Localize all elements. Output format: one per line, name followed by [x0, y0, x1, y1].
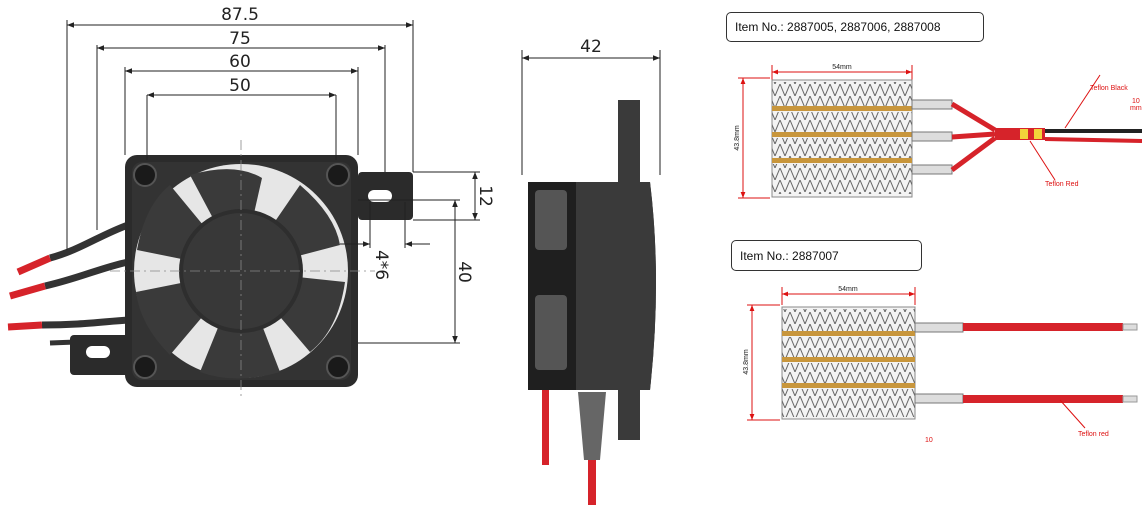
heater-bottom-red-label: Teflon red	[1078, 431, 1109, 438]
item-number-box-bottom: Item No.: 2887007	[731, 240, 922, 271]
heater-bottom-diagram: 54mm 43.8mm Teflon red 10	[743, 286, 1138, 444]
fan-dimension-lines	[66, 20, 480, 344]
item-number-box-top: Item No.: 2887005, 2887006, 2887008	[726, 12, 984, 42]
dim-12: 12	[475, 185, 495, 207]
dim-4x6: 4*6	[371, 250, 391, 280]
heater-top-edge-label: 10	[1132, 98, 1140, 105]
dim-60: 60	[229, 52, 251, 72]
heater-bottom-width-label: 54mm	[838, 286, 858, 293]
dim-75: 75	[229, 29, 251, 49]
heater-top-diagram: 54mm 43.8mm Teflon Black Teflon Red 10 m…	[734, 64, 1142, 199]
fan-side-view: 42	[521, 37, 661, 505]
dim-40: 40	[454, 261, 474, 283]
heater-top-width-label: 54mm	[832, 64, 852, 71]
heater-top-red-label: Teflon Red	[1045, 181, 1079, 188]
fan-wires	[7, 221, 130, 346]
fan-front-view: 87.5 75 60 50 12 40 4*6	[7, 5, 495, 400]
dim-42: 42	[580, 37, 602, 57]
heater-bottom-height-label: 43.8mm	[743, 349, 750, 374]
heater-top-height-label: 43.8mm	[734, 125, 741, 150]
heater-bottom-small-label: 10	[925, 437, 933, 444]
svg-text:mm: mm	[1130, 105, 1142, 112]
heater-top-black-label: Teflon Black	[1090, 85, 1128, 92]
dim-50: 50	[229, 76, 251, 96]
dim-87-5: 87.5	[221, 5, 259, 25]
